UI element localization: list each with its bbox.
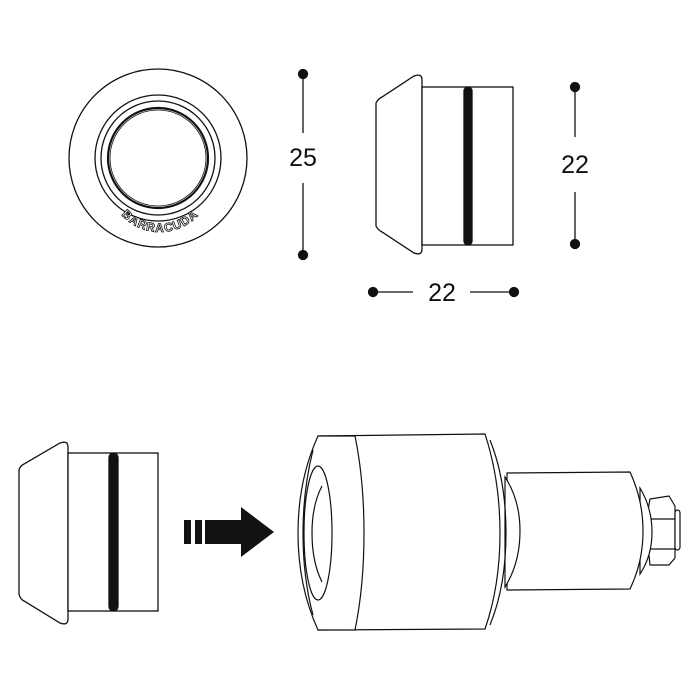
dimension-22-horizontal-label: 22	[428, 279, 456, 307]
bar-end-weight	[297, 433, 681, 631]
dimension-inner-diameter	[569, 81, 581, 250]
dimension-endpoint-icon	[297, 249, 309, 261]
front-view	[68, 68, 248, 248]
insert-arrow-icon	[184, 507, 274, 557]
dimension-outer-diameter	[297, 68, 309, 261]
dimension-22-vertical-label: 22	[561, 151, 589, 179]
dimension-length	[367, 286, 520, 298]
side-view	[375, 74, 514, 255]
insert-part	[18, 441, 159, 625]
dimension-25-label: 25	[289, 144, 317, 172]
